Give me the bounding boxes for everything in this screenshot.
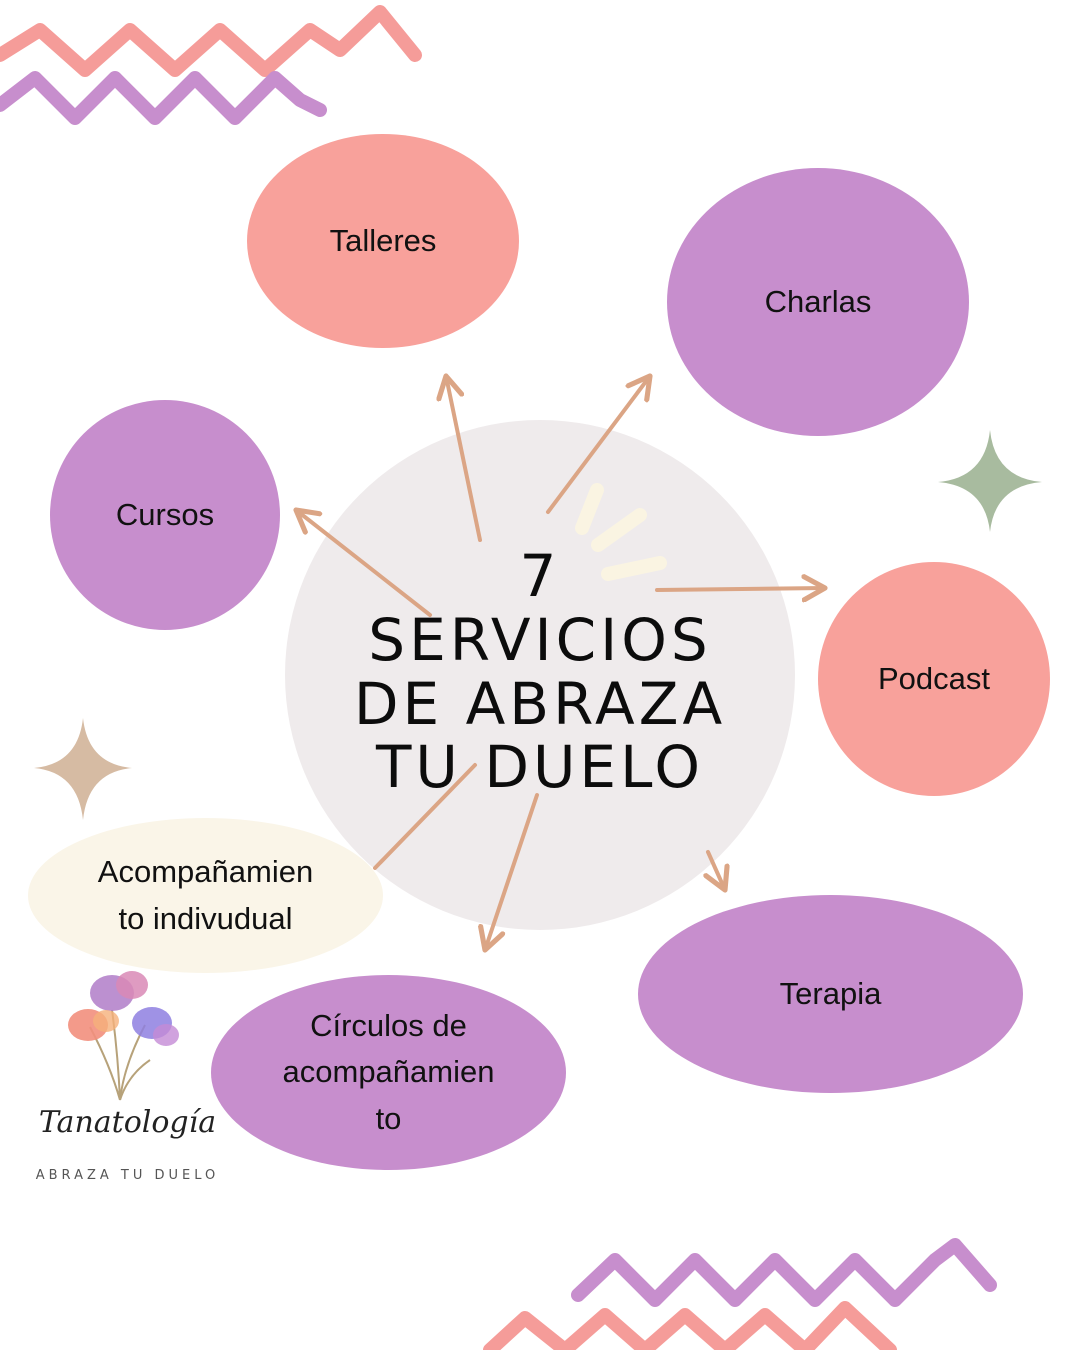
service-talleres[interactable]: Talleres	[247, 134, 519, 348]
zigzag-top-pink	[0, 5, 422, 77]
service-label: Charlas	[764, 283, 872, 319]
service-label: Círculos de acompañamien to	[282, 1007, 495, 1136]
service-cursos[interactable]: Cursos	[50, 400, 280, 630]
zigzag-bottom-purple	[571, 1238, 997, 1307]
logo-script-text: Tanatología	[38, 1105, 217, 1140]
sparkle-green-icon	[938, 430, 1042, 532]
center-title: 7 SERVICIOS DE ABRAZA TU DUELO	[353, 542, 727, 802]
service-label: Talleres	[329, 222, 437, 258]
service-label: Podcast	[877, 660, 990, 696]
brand-logo: Tanatología ABRAZA TU DUELO	[20, 965, 235, 1195]
sparkle-tan-icon	[34, 718, 132, 820]
zigzag-top-purple	[0, 71, 327, 125]
service-acompanamiento-individual[interactable]: Acompañamien to indivudual	[28, 818, 383, 973]
service-label: Cursos	[115, 496, 215, 532]
service-label: Terapia	[779, 975, 882, 1011]
zigzag-bottom-pink	[483, 1301, 897, 1350]
service-charlas[interactable]: Charlas	[667, 168, 969, 436]
service-terapia[interactable]: Terapia	[638, 895, 1023, 1093]
flower-bouquet-icon	[68, 971, 179, 1101]
service-circulos-de-acompanamiento[interactable]: Círculos de acompañamien to	[211, 975, 566, 1170]
service-podcast[interactable]: Podcast	[818, 562, 1050, 796]
service-label: Acompañamien to indivudual	[97, 854, 314, 936]
logo-subtitle: ABRAZA TU DUELO	[35, 1168, 220, 1183]
